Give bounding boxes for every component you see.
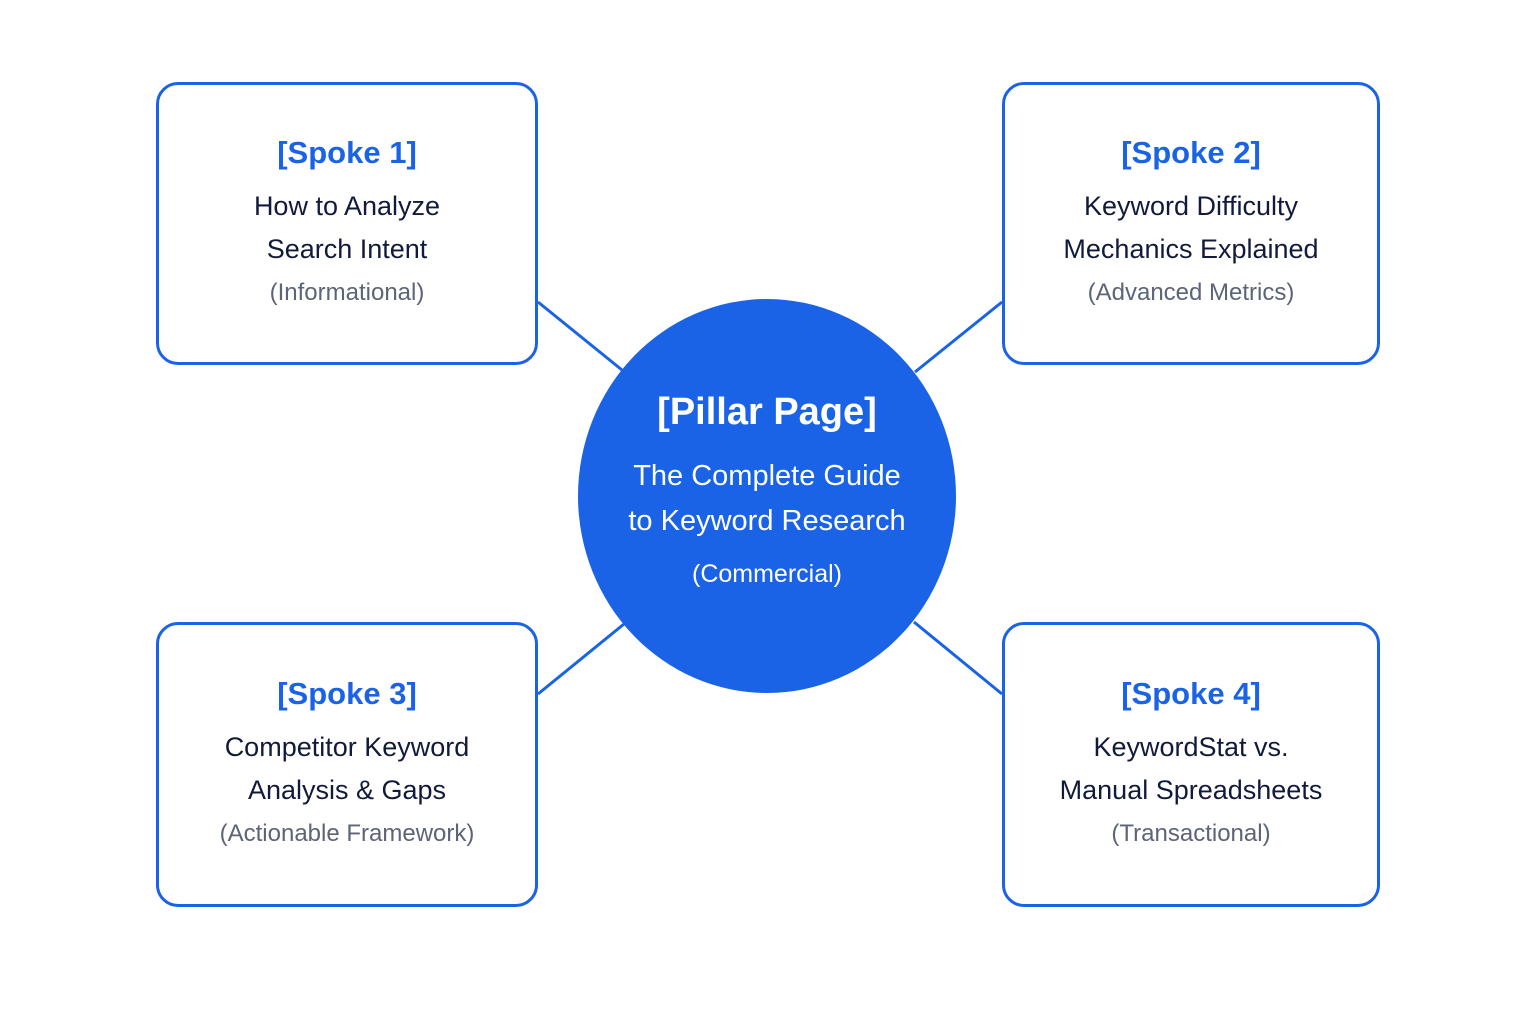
spoke-title: KeywordStat vs. Manual Spreadsheets — [1059, 731, 1323, 805]
pillar-tag: [Pillar Page] — [657, 391, 877, 433]
spoke-card-1: [Spoke 1] How to Analyze Search Intent (… — [156, 82, 538, 365]
spoke-card-3: [Spoke 3] Competitor Keyword Analysis & … — [156, 622, 538, 907]
connector-spoke-2 — [914, 300, 1003, 374]
spoke-title: How to Analyze Search Intent — [253, 190, 441, 264]
spoke-tag: [Spoke 4] — [1121, 675, 1261, 711]
pillar-subtitle: (Commercial) — [692, 560, 842, 588]
pillar-title: The Complete Guide to Keyword Research — [628, 460, 906, 537]
spoke-card-2: [Spoke 2] Keyword Difficulty Mechanics E… — [1002, 82, 1380, 365]
spoke-subtitle: (Informational) — [269, 278, 425, 306]
spoke-subtitle: (Transactional) — [1111, 819, 1271, 847]
spoke-subtitle: (Advanced Metrics) — [1087, 278, 1295, 306]
spoke-card-4: [Spoke 4] KeywordStat vs. Manual Spreads… — [1002, 622, 1380, 907]
spoke-tag: [Spoke 3] — [277, 675, 417, 711]
connector-spoke-1 — [537, 300, 623, 372]
spoke-title: Keyword Difficulty Mechanics Explained — [1063, 190, 1319, 264]
spoke-title: Competitor Keyword Analysis & Gaps — [224, 731, 470, 805]
pillar-page-circle: [Pillar Page] The Complete Guide to Keyw… — [578, 299, 956, 693]
connector-spoke-3 — [537, 622, 625, 696]
spoke-subtitle: (Actionable Framework) — [219, 819, 475, 847]
spoke-tag: [Spoke 2] — [1121, 134, 1261, 170]
spoke-tag: [Spoke 1] — [277, 134, 417, 170]
connector-spoke-4 — [913, 620, 1003, 696]
